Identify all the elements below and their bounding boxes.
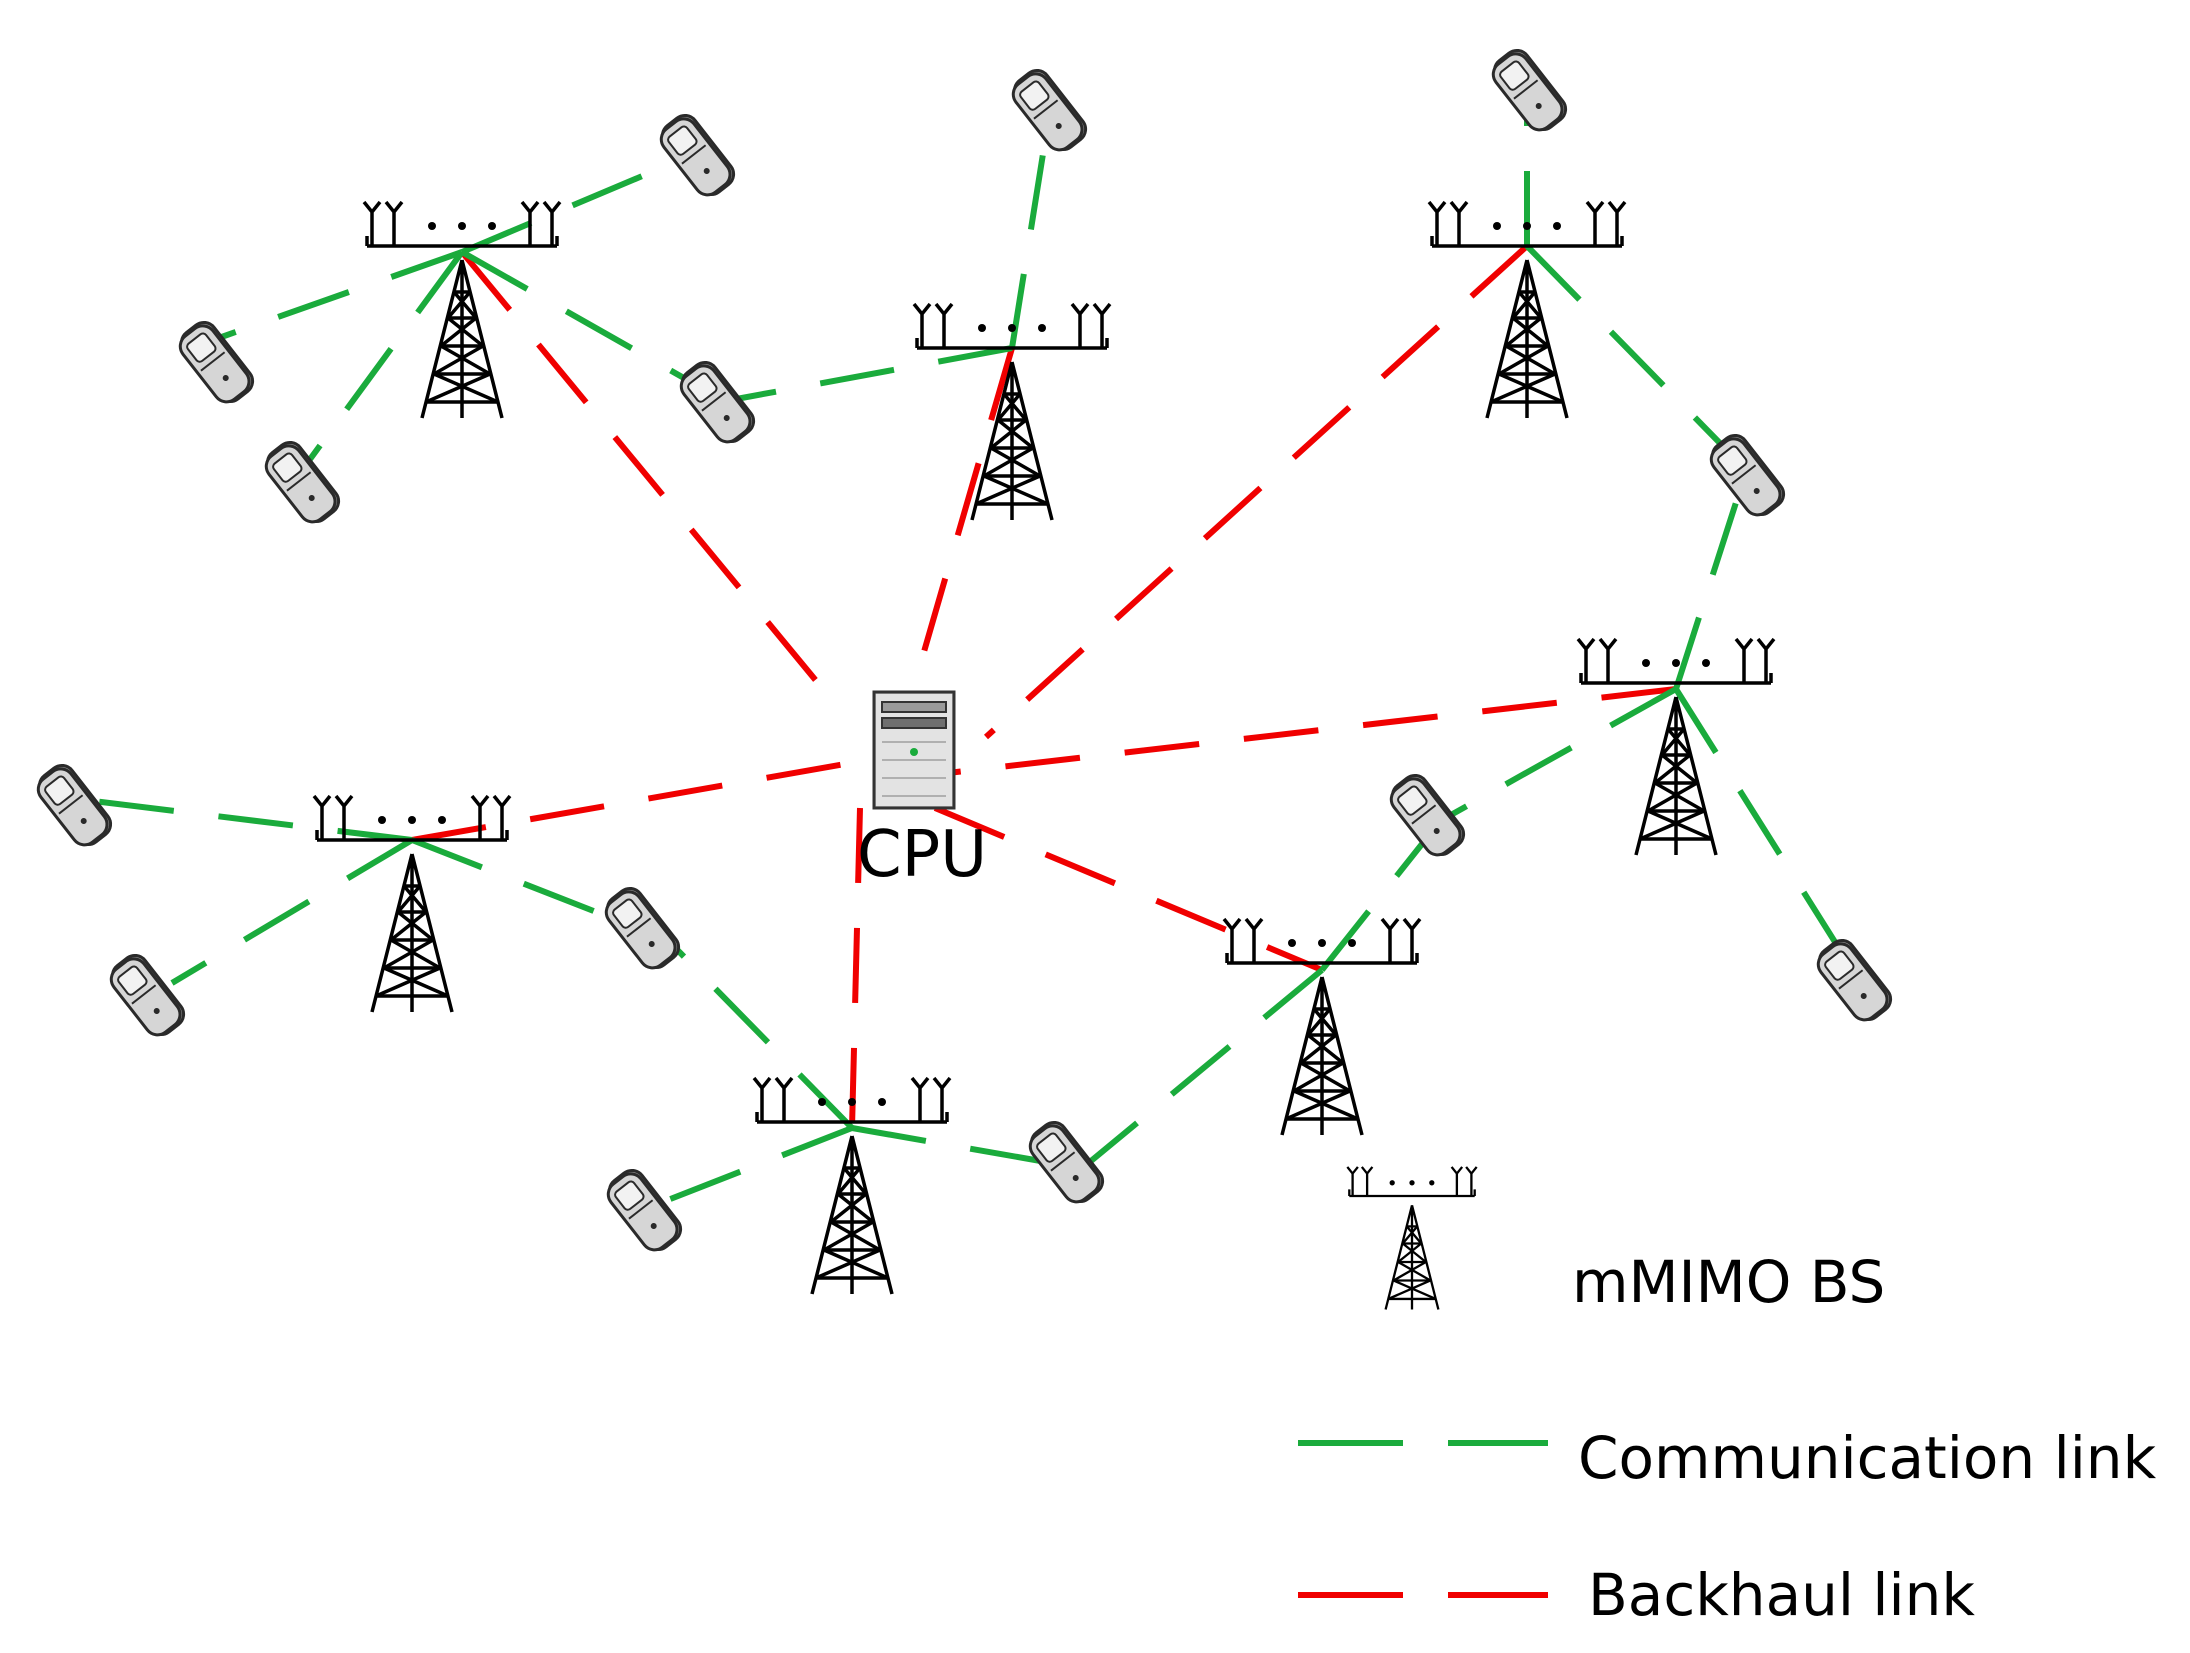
cpu-node: CPU: [857, 690, 987, 892]
mobile-phone-icon: [30, 758, 118, 854]
mobile-phone-icon: [1005, 63, 1093, 159]
backhaul-link: [411, 757, 869, 843]
communication-link: [851, 1125, 1093, 1173]
communication-link: [84, 797, 413, 843]
communication-link: [1422, 686, 1678, 833]
mobile-phone-icon: [1383, 768, 1471, 864]
legend-backhaul-label: Backhaul link: [1588, 1561, 1975, 1629]
mobile-phone-icon: [258, 435, 346, 531]
cell-tower-icon: [1222, 917, 1422, 1137]
backhaul-link: [849, 807, 863, 1129]
cell-tower-icon: [362, 200, 562, 420]
server-icon: [872, 690, 956, 810]
backhaul-link: [983, 243, 1530, 740]
communication-link: [460, 147, 706, 255]
legend: mMIMO BS Communication link Backhaul lin…: [1298, 1165, 2157, 1629]
mobile-phone-icon: [598, 881, 686, 977]
communication-links: [84, 109, 1865, 1208]
mobile-phone-icon: [172, 315, 260, 411]
cell-tower-icon: [312, 794, 512, 1014]
communication-link: [170, 837, 414, 986]
backhaul-link: [459, 250, 835, 702]
legend-bs-symbol: [1346, 1165, 1478, 1311]
communication-link: [645, 917, 855, 1131]
backhaul-links: [411, 243, 1677, 1129]
cpu-label: CPU: [857, 818, 987, 892]
communication-link: [719, 345, 1013, 405]
backhaul-link: [933, 805, 1324, 973]
communication-link: [653, 1125, 854, 1208]
mobile-phone-icon: [1810, 933, 1898, 1029]
communication-link: [212, 249, 463, 343]
mobile-phone-icon: [600, 1163, 688, 1259]
mobile-phone-icon: [1703, 428, 1791, 524]
communication-link: [305, 250, 465, 464]
communication-link: [460, 249, 707, 393]
backhaul-link: [947, 686, 1677, 776]
communication-link: [1066, 967, 1324, 1183]
legend-communication-label: Communication link: [1578, 1424, 2157, 1492]
communication-link: [1673, 489, 1743, 690]
mobile-phone-icon: [653, 108, 741, 204]
legend-bs-label: mMIMO BS: [1572, 1248, 1885, 1316]
communication-link: [410, 837, 657, 938]
mobile-phone-icon: [103, 948, 191, 1044]
cell-tower-icon: [1576, 637, 1776, 857]
communication-link: [1009, 109, 1053, 349]
communication-link: [1673, 687, 1865, 987]
mobile-phone-icon: [673, 355, 761, 451]
backhaul-link: [907, 347, 1015, 701]
mobile-phone-icon: [1485, 43, 1573, 139]
cell-tower-icon: [1346, 1165, 1478, 1311]
